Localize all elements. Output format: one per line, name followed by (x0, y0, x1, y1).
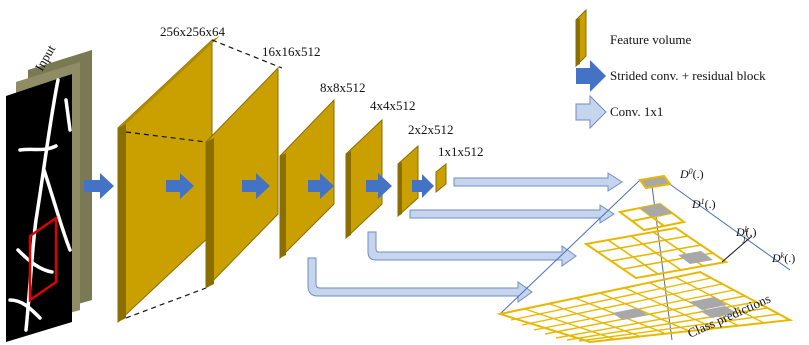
conv1x1-arrow-d1 (409, 204, 615, 224)
input-image-stack: Input (6, 42, 92, 342)
conv1x1-arrow-d0 (453, 172, 623, 192)
legend-feature-volume-swatch (575, 8, 587, 68)
volume-label-1: 256x256x64 (160, 24, 226, 39)
class-predictions-label: Class predictions (685, 291, 773, 341)
feature-volume-4 (345, 118, 383, 240)
feature-volume-6 (435, 162, 447, 194)
strided-conv-arrow-3 (308, 173, 334, 199)
feature-volume-3 (279, 98, 335, 260)
legend-strided-conv-label: Strided conv. + residual block (610, 68, 766, 83)
strided-conv-arrow-4 (366, 173, 392, 199)
projection-line-mid (125, 131, 207, 143)
feature-volume-1 (117, 36, 220, 324)
volume-label-4: 4x4x512 (370, 98, 416, 113)
strided-conv-arrow-5 (412, 174, 434, 198)
volume-label-6: 1x1x512 (438, 144, 484, 159)
conv1x1-arrows (307, 172, 623, 303)
volume-label-5: 2x2x512 (408, 122, 454, 137)
input-crop-box (28, 215, 58, 303)
conv1x1-arrow-dk (307, 257, 533, 303)
strided-conv-arrow-2 (242, 173, 270, 199)
pyramid-level-1 (617, 202, 687, 232)
feature-volume-5 (397, 144, 419, 218)
legend: Feature volume Strided conv. + residual … (575, 8, 766, 130)
legend-strided-conv-arrow (576, 60, 606, 92)
label-d1: D1(.) (691, 197, 716, 212)
volume-label-3: 8x8x512 (320, 80, 366, 95)
label-dk: Dk(.) (771, 251, 795, 266)
pyramid-level-k (496, 270, 794, 344)
projection-line-top (211, 39, 283, 69)
feature-volume-2 (205, 66, 279, 290)
prediction-pyramid (496, 174, 794, 344)
input-arrow (84, 173, 114, 199)
conv1x1-arrow-d2 (367, 231, 577, 267)
strided-conv-arrow-1 (166, 173, 194, 199)
pyramid-level-2 (583, 226, 729, 280)
legend-feature-volume-label: Feature volume (610, 32, 691, 47)
volume-label-2: 16x16x512 (262, 44, 321, 59)
legend-conv1x1-label: Conv. 1x1 (610, 104, 663, 119)
label-d0: D0(.) (679, 167, 704, 182)
pyramid-level-0 (638, 174, 672, 190)
djk-pointer (721, 235, 753, 263)
legend-conv1x1-arrow (575, 94, 607, 130)
